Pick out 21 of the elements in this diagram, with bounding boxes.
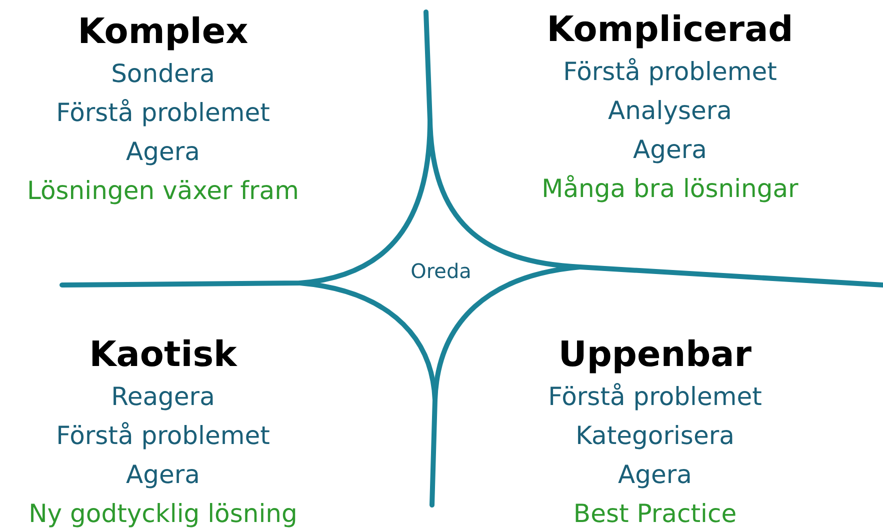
- center-label: Oreda: [410, 258, 472, 285]
- solution-text: Best Practice: [573, 498, 737, 528]
- approach-text: Förstå problemet: [56, 420, 270, 452]
- approach-text: Reagera: [111, 381, 215, 413]
- approach-text: Agera: [126, 136, 200, 168]
- approach-text: Agera: [618, 459, 692, 491]
- approach-text: Kategorisera: [576, 420, 734, 452]
- approach-text: Analysera: [608, 95, 732, 127]
- approach-text: Förstå problemet: [56, 97, 270, 129]
- domain-heading: Komplicerad: [546, 9, 794, 52]
- solution-text: Många bra lösningar: [542, 173, 798, 205]
- approach-text: Förstå problemet: [548, 381, 762, 413]
- domain-heading: Uppenbar: [558, 334, 752, 377]
- domain-heading: Komplex: [78, 11, 248, 54]
- domain-heading: Kaotisk: [89, 334, 237, 377]
- approach-text: Agera: [126, 459, 200, 491]
- solution-text: Lösningen växer fram: [27, 175, 299, 207]
- solution-text: Ny godtycklig lösning: [28, 498, 298, 528]
- approach-text: Förstå problemet: [563, 56, 777, 88]
- approach-text: Agera: [633, 134, 707, 166]
- approach-text: Sondera: [111, 58, 215, 90]
